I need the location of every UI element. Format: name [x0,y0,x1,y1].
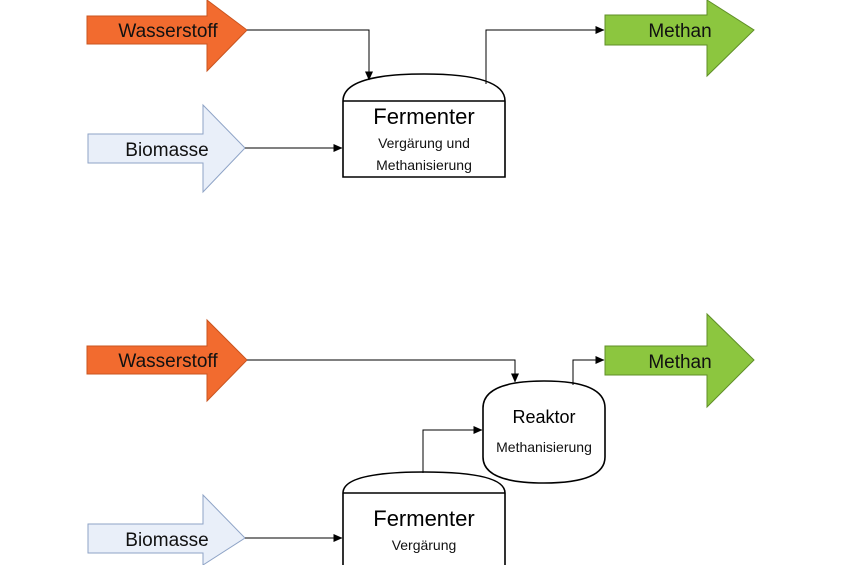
hydrogen-to-fermenter-connector-top [247,29,373,81]
fermenter-to-reactor-connector-bottom [422,426,483,473]
hydrogen-label-bottom: Wasserstoff [118,351,218,372]
hydrogen-to-reactor-connector-bottom [247,359,519,383]
methane-output-arrow-bottom: Methan [604,312,755,409]
fermenter-title-bottom: Fermenter [373,506,474,531]
methane-output-arrow-top: Methan [604,0,755,78]
methane-label-top: Methan [648,21,711,42]
hydrogen-input-arrow-top: Wasserstoff [86,0,248,73]
fermenter-line2-top: Methanisierung [376,157,472,173]
reactor-vessel-bottom: Reaktor Methanisierung [482,380,606,484]
reactor-to-methane-connector-bottom [572,356,605,385]
hydrogen-input-arrow-bottom: Wasserstoff [86,318,248,403]
fermenter-line1-top: Vergärung und [378,135,470,151]
fermenter-title-top: Fermenter [373,104,474,129]
hydrogen-label-top: Wasserstoff [118,21,218,42]
fermenter-subtitle-bottom: Vergärung [392,537,457,553]
fermenter-to-methane-connector-top [485,26,605,84]
fermenter-vessel-top: Fermenter Vergärung und Methanisierung [342,73,506,178]
biomass-input-arrow-bottom: Biomasse [87,493,246,565]
reactor-title-bottom: Reaktor [512,407,575,427]
biomass-label-top: Biomasse [125,140,208,161]
methane-label-bottom: Methan [648,352,711,373]
top-process-diagram: Wasserstoff Biomasse Methan Fermenter Ve… [86,0,755,194]
bottom-process-diagram: Wasserstoff Biomasse Methan Reaktor Meth… [86,312,755,565]
biomass-input-arrow-top: Biomasse [87,103,246,194]
fermenter-vessel-bottom: Fermenter Vergärung [342,471,506,565]
reactor-subtitle-bottom: Methanisierung [496,439,592,455]
biomass-label-bottom: Biomasse [125,530,208,551]
